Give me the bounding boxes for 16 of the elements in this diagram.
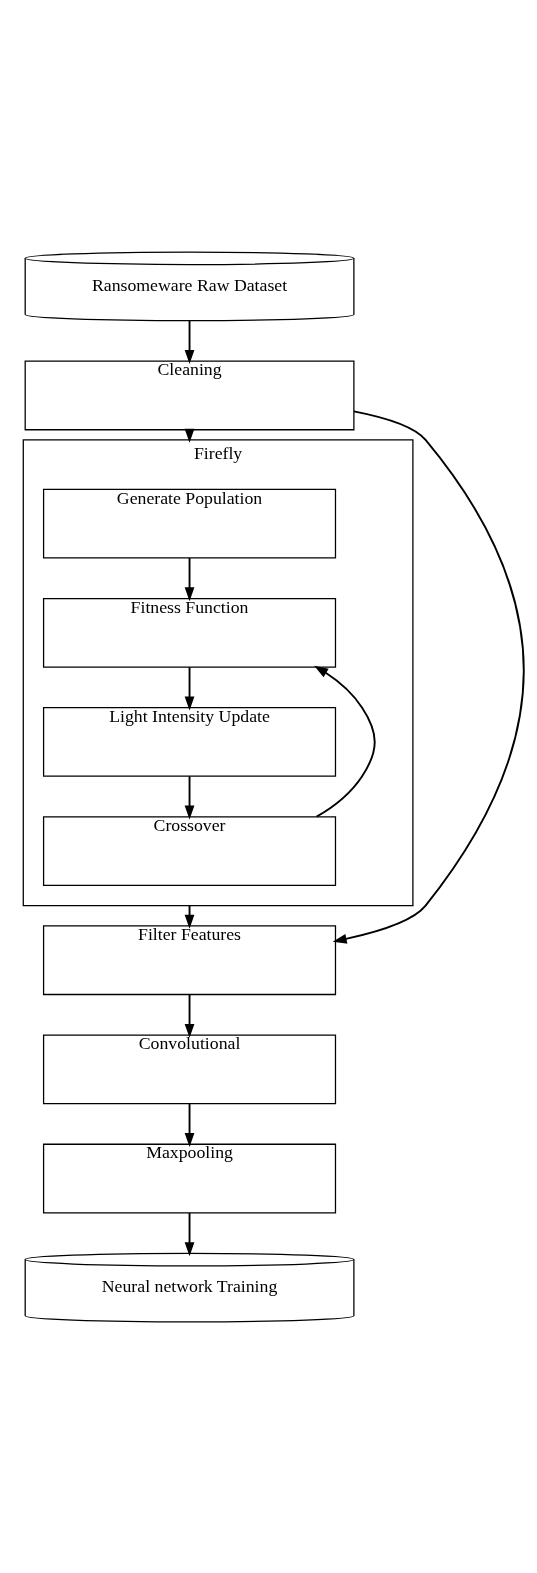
node-box: Filter Features <box>42 924 337 995</box>
arrow <box>184 556 195 601</box>
arrow <box>184 319 195 364</box>
node-box: Convolutional <box>42 1033 337 1104</box>
node-box: Generate Population <box>42 488 337 559</box>
arrow <box>184 774 195 820</box>
node-box: Maxpooling <box>42 1143 337 1213</box>
arrow <box>184 993 195 1038</box>
arrow <box>184 1102 195 1147</box>
node-box: Crossover <box>42 815 337 886</box>
arrow <box>332 409 525 944</box>
node-box: Light Intensity Update <box>42 706 337 777</box>
arrow <box>184 1211 195 1256</box>
arrow <box>184 665 195 710</box>
arrow <box>314 665 376 818</box>
node-box: Fitness Function <box>42 597 337 668</box>
